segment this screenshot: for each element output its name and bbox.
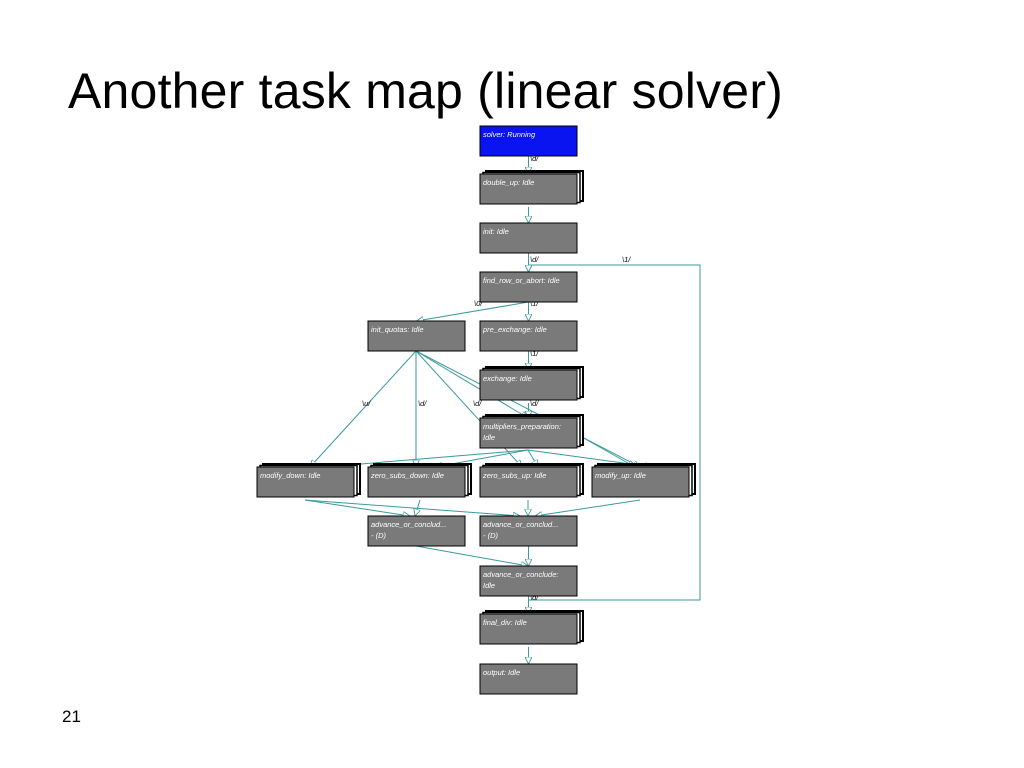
node-label: find_row_or_abort: Idle [483,276,560,285]
node-output[interactable]: output: Idle [479,663,578,695]
edge-layer: \d/\d/\1/\0/\1/\1/\0/\d/\u/\d/\d/\d/ [304,154,701,664]
node-box [479,663,578,695]
edge-label: \1/ [622,255,631,264]
node-label: solver: Running [483,130,536,139]
node-label: pre_exchange: Idle [482,325,547,334]
edge-label: \d/ [473,399,482,408]
edge-label: \d/ [530,154,539,163]
edge-line [535,499,641,516]
node-label: Idle [483,581,495,590]
node-box [479,271,578,303]
node-box [367,515,466,547]
node-double-up[interactable]: double_up: Idle [479,170,584,205]
node-multipliers[interactable]: multipliers_preparation: Idle [479,414,584,449]
node-box [479,222,578,254]
edge-line [304,499,520,516]
node-box [479,125,578,157]
edge-line [415,545,528,566]
node-label: final_div: Idle [483,618,527,627]
edge-line [415,350,640,468]
node-advance-1[interactable]: advance_or_conclud... - (D) [367,515,466,547]
node-label: - (D) [483,531,498,540]
edge-label: \d/ [530,593,539,602]
node-modify-up[interactable]: modify_up: Idle [591,463,696,498]
node-label: modify_up: Idle [595,471,646,480]
edge-line [417,301,529,321]
node-label: zero_subs_down: Idle [370,471,444,480]
node-final-div[interactable]: final_div: Idle [479,610,584,645]
node-box [479,515,578,547]
node-label: exchange: Idle [483,374,532,383]
node-box [479,369,578,401]
edge-label: \0/ [474,299,483,308]
node-modify-down[interactable]: modify_down: Idle [256,463,361,498]
node-zero-subs-up[interactable]: zero_subs_up: Idle [479,463,584,498]
slide-title: Another task map (linear solver) [68,63,784,119]
node-label: modify_down: Idle [260,471,320,480]
node-pre-exchange[interactable]: pre_exchange: Idle [479,320,578,352]
node-label: advance_or_conclude: [483,570,558,579]
node-label: double_up: Idle [483,178,534,187]
edge-line [304,499,410,516]
node-box [479,565,578,597]
node-box [479,417,578,449]
node-advance-2[interactable]: advance_or_conclud... - (D) [479,515,578,547]
node-label: multipliers_preparation: [483,422,561,431]
node-label: advance_or_conclud... [483,520,558,529]
node-advance-3[interactable]: advance_or_conclude: Idle [479,565,578,597]
node-label: Idle [483,433,495,442]
node-init[interactable]: init: Idle [479,222,578,254]
node-label: init: Idle [483,227,509,236]
edge-line [415,350,528,418]
loop-back-edge [529,264,701,601]
node-zero-subs-down[interactable]: zero_subs_down: Idle [367,463,472,498]
edge-label: \d/ [530,399,539,408]
node-exchange[interactable]: exchange: Idle [479,366,584,401]
edge-label: \d/ [418,399,427,408]
node-label: output: Idle [483,668,520,677]
node-box [591,466,690,498]
node-box [479,466,578,498]
node-box [367,466,466,498]
edge-label: \1/ [530,349,539,358]
node-init-quotas[interactable]: init_quotas: Idle [367,320,466,352]
edge-line [579,435,635,467]
edge-label: \1/ [530,299,539,308]
node-box [367,320,466,352]
node-find-row[interactable]: find_row_or_abort: Idle [479,271,578,303]
edge-label: \d/ [530,255,539,264]
node-box [479,613,578,645]
node-box [256,466,355,498]
node-box [479,173,578,205]
node-label: init_quotas: Idle [371,325,424,334]
node-label: - (D) [371,531,386,540]
node-layer: solver: Running double_up: Idle init: Idle… [256,125,696,695]
edge-line [310,350,417,467]
node-solver[interactable]: solver: Running [479,125,578,157]
node-box [479,320,578,352]
edge-label: \u/ [362,399,371,408]
slide-number: 21 [62,707,81,726]
node-label: advance_or_conclud... [371,520,446,529]
node-label: zero_subs_up: Idle [482,471,546,480]
